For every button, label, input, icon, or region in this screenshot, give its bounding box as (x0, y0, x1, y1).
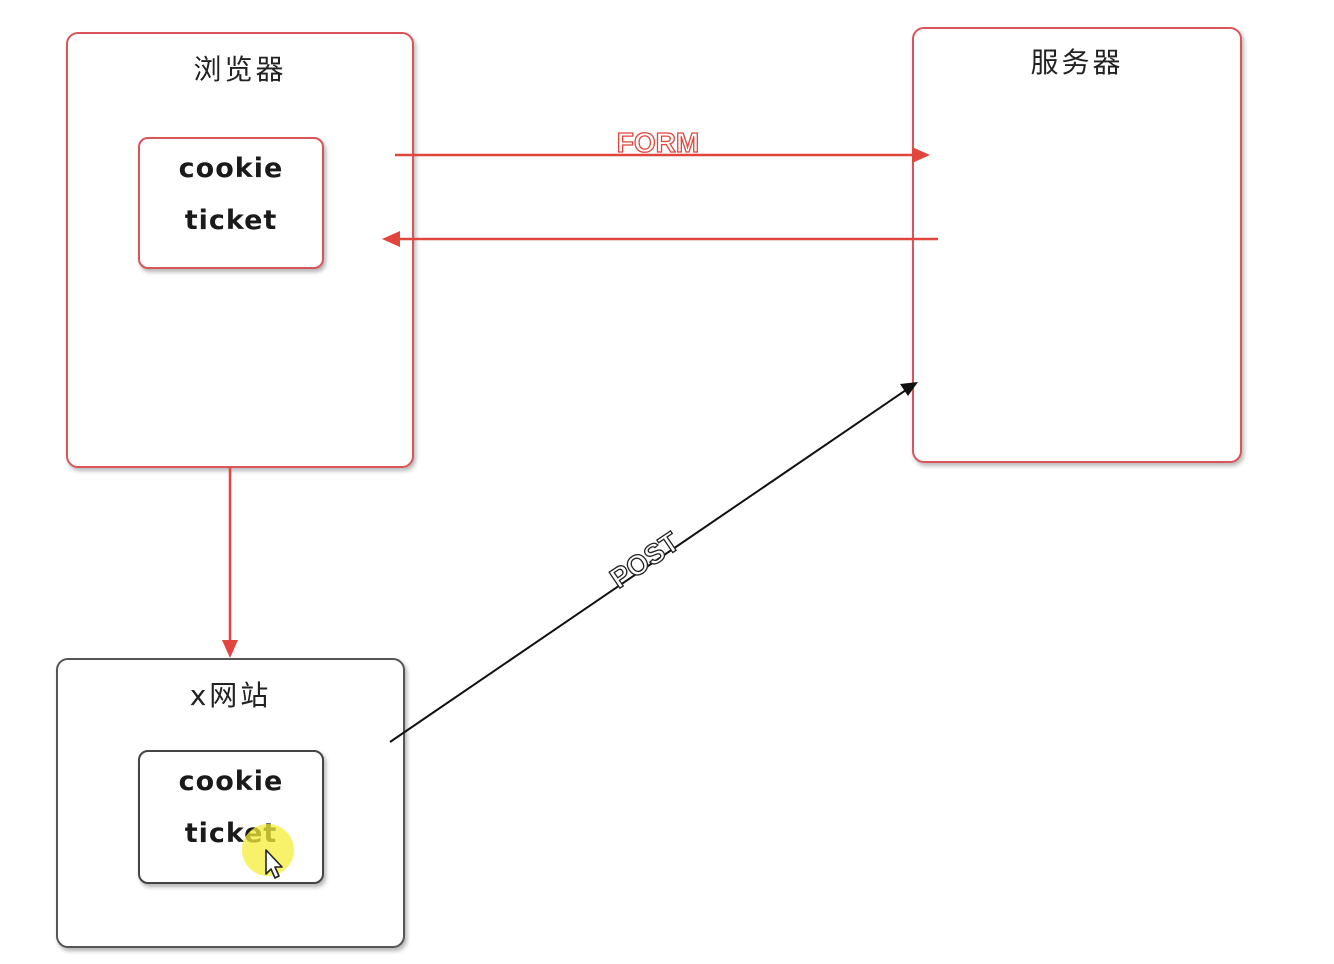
mouse-pointer-icon (238, 822, 298, 882)
browser-ticket-label: ticket (184, 205, 278, 236)
browser-title: 浏览器 (193, 53, 287, 86)
site-cookie-label: cookie (178, 766, 284, 797)
browser-cookie-box: cookie ticket (138, 137, 324, 269)
browser-to-site-arrow (222, 468, 238, 658)
site-cookie-box: cookie ticket (138, 750, 324, 884)
form-label: FORM (617, 127, 699, 158)
form-request-arrow (395, 147, 930, 163)
post-label: POST (604, 526, 685, 594)
site-title: x网站 (189, 679, 272, 712)
browser-cookie-label: cookie (178, 153, 284, 184)
post-request-arrow (389, 382, 918, 743)
response-arrow (382, 231, 938, 247)
server-title: 服务器 (1030, 46, 1124, 79)
server-node: 服务器 (912, 27, 1242, 463)
